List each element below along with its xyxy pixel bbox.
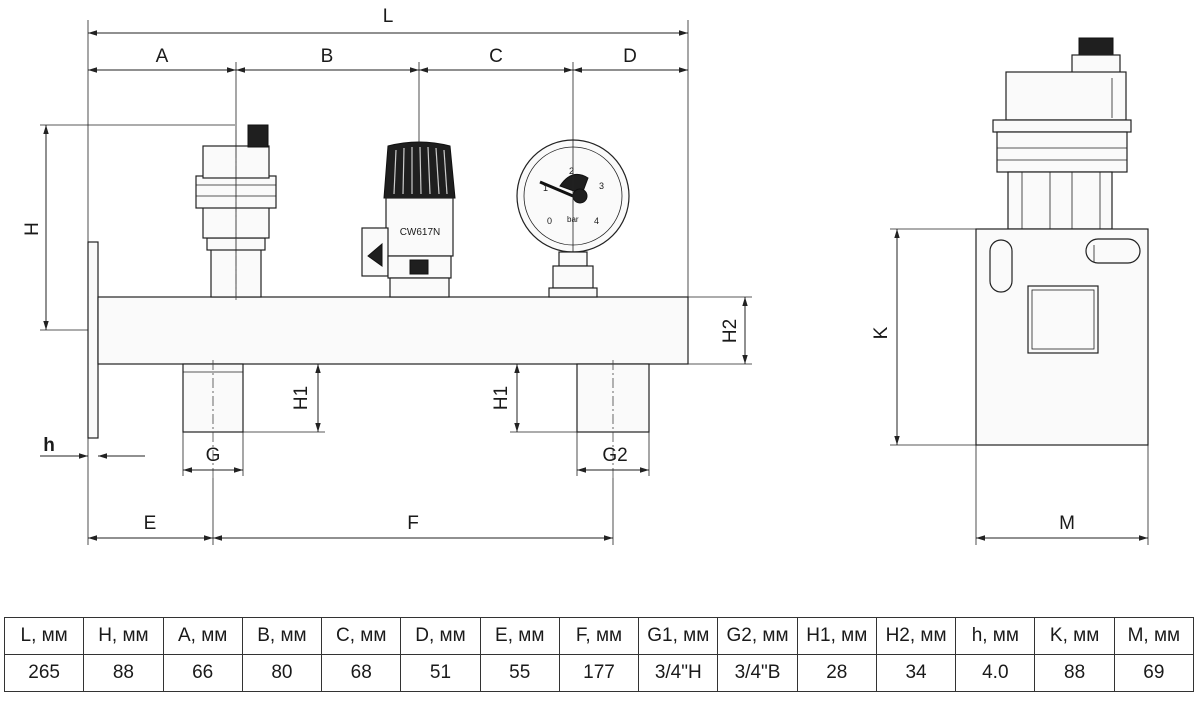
mounting-flange (87, 241, 99, 439)
slot-horizontal (1085, 238, 1141, 264)
table-value-cell: 3/4"В (717, 654, 798, 692)
svg-text:CW617N: CW617N (400, 227, 441, 238)
table-value-cell: 4.0 (955, 654, 1036, 692)
label-H1-left: H1 (291, 386, 312, 410)
table-value-cell: 69 (1113, 654, 1195, 692)
label-D: D (623, 46, 637, 67)
table-header-cell: G1, мм (638, 617, 719, 655)
label-F: F (407, 513, 419, 534)
label-G: G (206, 445, 221, 466)
table-value-cell: 80 (241, 654, 323, 692)
extension-lines (40, 20, 752, 545)
front-view: CW617N 1 2 3 0 4 bar (22, 6, 752, 545)
table-header-cell: M, мм (1113, 617, 1195, 655)
label-H: H (22, 222, 43, 236)
table-value-cell: 68 (321, 654, 402, 692)
technical-drawing: CW617N 1 2 3 0 4 bar (22, 6, 1149, 545)
valve-lever-icon (367, 242, 383, 267)
table-header-cell: L, мм (3, 617, 85, 655)
table-value-cell: 88 (83, 654, 164, 692)
table-value-cell: 177 (558, 654, 640, 692)
label-E: E (144, 513, 157, 534)
table-header-cell: D, мм (400, 617, 481, 655)
label-K: K (871, 326, 892, 339)
label-B: B (321, 46, 334, 67)
table-header-cell: B, мм (241, 617, 323, 655)
table-header-cell: K, мм (1034, 617, 1115, 655)
label-h: h (43, 435, 55, 456)
svg-text:4: 4 (594, 216, 599, 226)
label-A: A (156, 46, 169, 67)
vent-cap (1078, 37, 1114, 56)
table-header-cell: H1, мм (796, 617, 877, 655)
table-header-row: L, мм H, мм A, мм B, мм C, мм D, мм E, м… (3, 617, 1195, 655)
table-header-cell: H2, мм (875, 617, 957, 655)
svg-text:3: 3 (599, 181, 604, 191)
label-M: M (1059, 513, 1075, 534)
table-header-cell: C, мм (321, 617, 402, 655)
side-view: K M (871, 37, 1149, 545)
table-value-cell: 3/4"Н (638, 654, 719, 692)
table-header-cell: F, мм (558, 617, 640, 655)
table-value-cell: 55 (479, 654, 560, 692)
label-H2: H2 (720, 319, 741, 343)
table-value-cell: 265 (3, 654, 85, 692)
slot-vertical (989, 239, 1013, 293)
table-value-row: 265 88 66 80 68 51 55 177 3/4"Н 3/4"В 28… (3, 654, 1195, 692)
label-C: C (489, 46, 503, 67)
label-G2: G2 (602, 445, 627, 466)
table-value-cell: 88 (1034, 654, 1115, 692)
table-header-cell: A, мм (162, 617, 243, 655)
table-header-cell: H, мм (83, 617, 164, 655)
table-header-cell: h, мм (955, 617, 1036, 655)
table-value-cell: 34 (875, 654, 957, 692)
table-value-cell: 66 (162, 654, 243, 692)
manifold-body (97, 296, 689, 365)
square-port (1027, 285, 1099, 354)
label-L: L (383, 6, 394, 27)
table-value-cell: 28 (796, 654, 877, 692)
table-header-cell: G2, мм (717, 617, 798, 655)
table-value-cell: 51 (400, 654, 481, 692)
dimensions-table: L, мм H, мм A, мм B, мм C, мм D, мм E, м… (3, 617, 1195, 692)
svg-text:1: 1 (543, 183, 548, 193)
svg-text:0: 0 (547, 216, 552, 226)
label-H1-right: H1 (491, 386, 512, 410)
table-header-cell: E, мм (479, 617, 560, 655)
safety-valve: CW617N (361, 141, 456, 298)
svg-text:2: 2 (569, 166, 574, 176)
